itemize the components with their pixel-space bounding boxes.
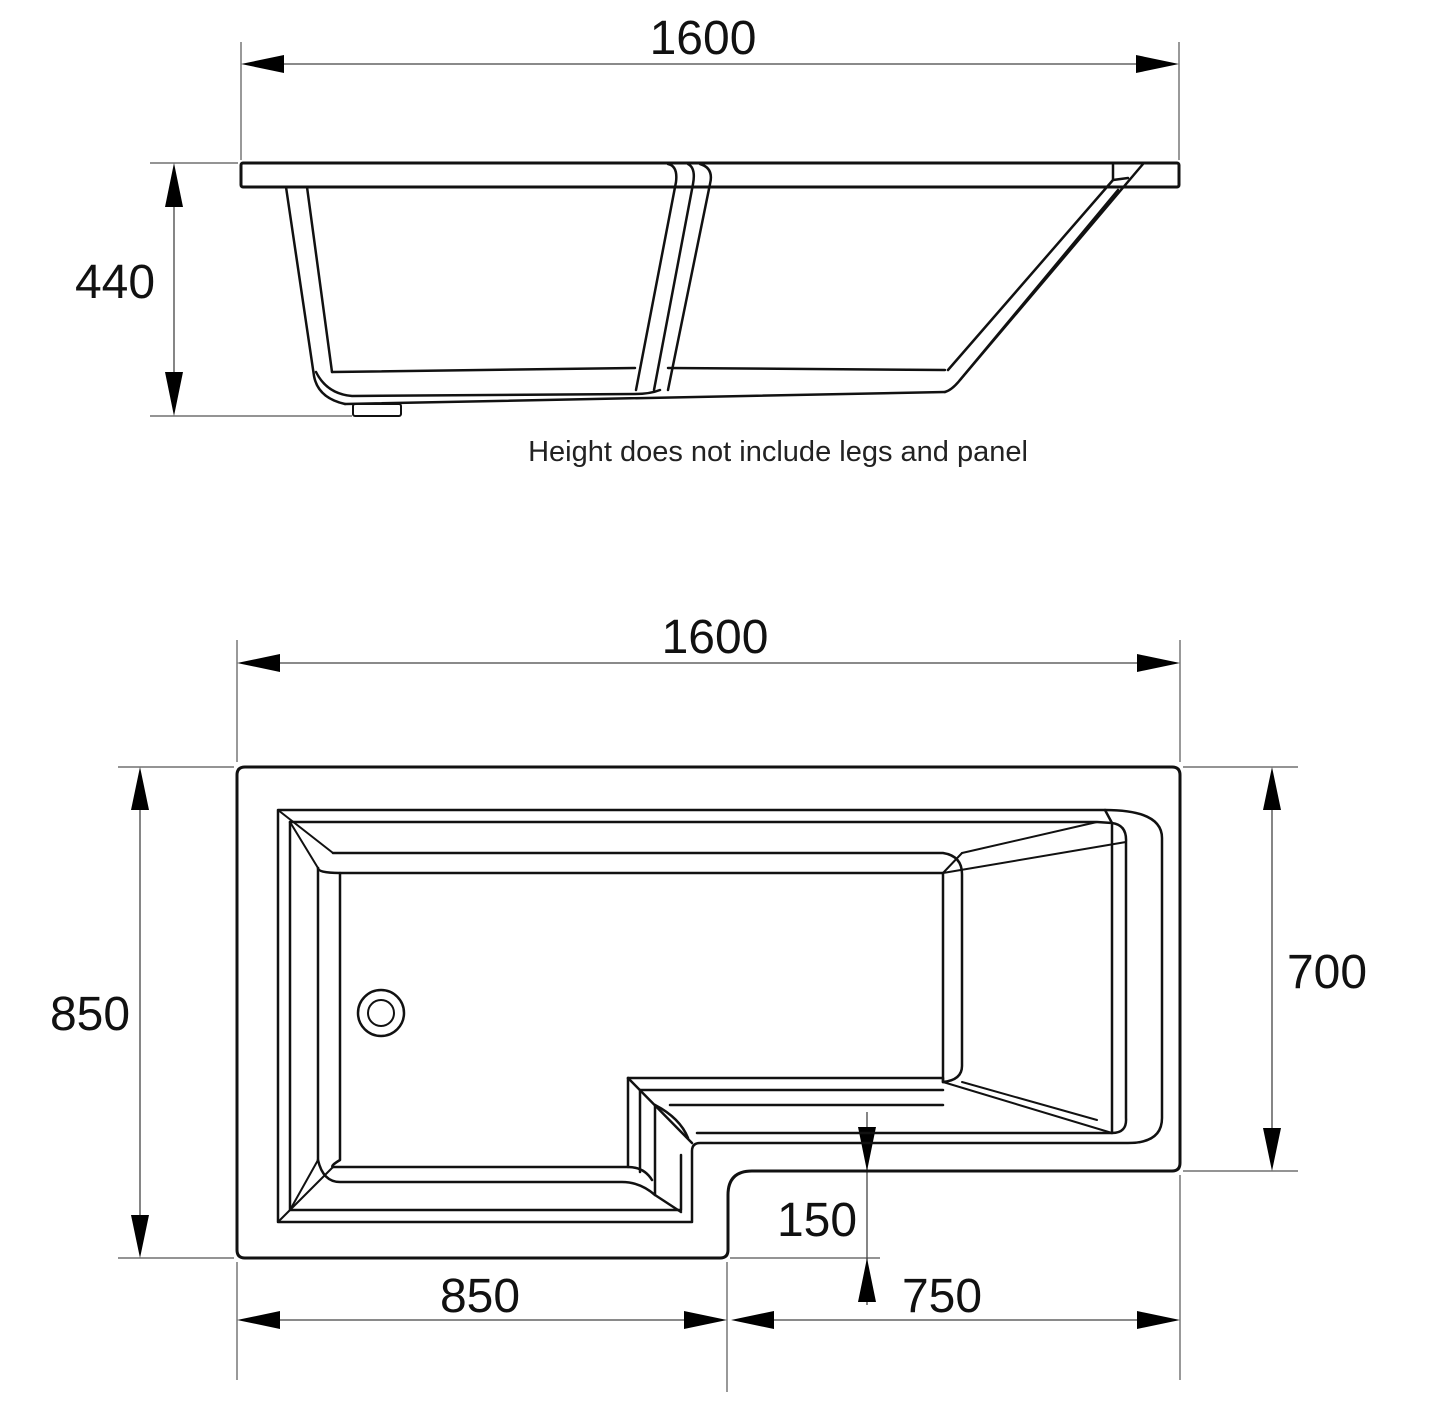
side-height-dimension: 440 [75, 163, 183, 416]
side-width-dimension: 1600 [241, 12, 1179, 73]
overall-depth-dimension: 850 [50, 767, 149, 1258]
plan-width-label: 1600 [662, 611, 769, 664]
basin-floor [331, 851, 964, 1084]
height-note: Height does not include legs and panel [528, 436, 1028, 468]
step-ledge [626, 1076, 945, 1084]
right-section-label: 750 [902, 1270, 982, 1323]
overall-depth-label: 850 [50, 988, 130, 1041]
side-width-label: 1600 [650, 12, 757, 65]
shower-end-depth-label: 700 [1287, 946, 1367, 999]
plan-width-dimension: 1600 [237, 611, 1180, 672]
right-section-dimension: 750 [731, 1270, 1180, 1329]
step-dimension: 150 [777, 1112, 876, 1305]
side-height-label: 440 [75, 256, 155, 309]
step-label: 150 [777, 1194, 857, 1247]
shower-end-depth-dimension: 700 [1263, 767, 1367, 1171]
side-view: 1600 440 [75, 12, 1181, 468]
basin-outer-edge [276, 808, 1164, 1224]
plan-view: 1600 850 700 150 850 [50, 611, 1367, 1392]
left-wall [284, 185, 347, 406]
bath-side-profile [239, 161, 1181, 417]
waste-outlet [356, 988, 406, 1038]
waste-foot [352, 403, 402, 417]
step-partition [634, 162, 713, 392]
left-section-label: 850 [440, 1270, 520, 1323]
bath-plan-outline [235, 765, 1182, 1260]
bath-bottom [343, 390, 947, 406]
left-section-dimension: 850 [237, 1270, 727, 1329]
